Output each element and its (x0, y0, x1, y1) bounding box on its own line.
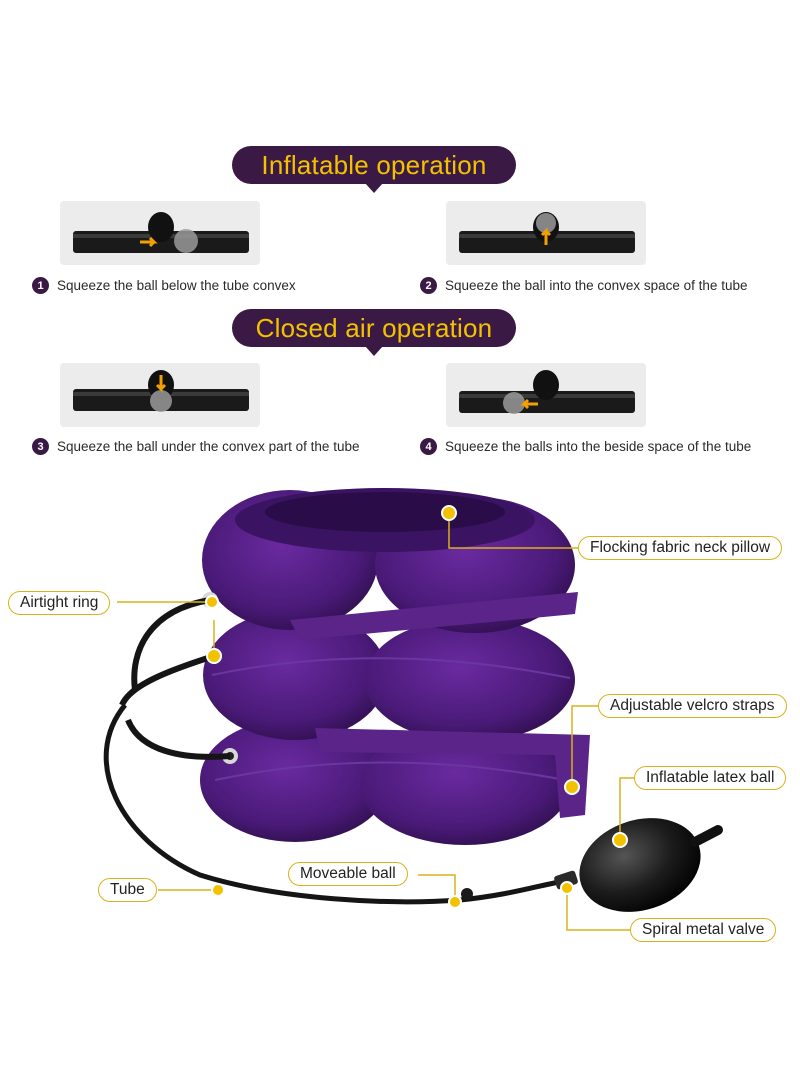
closed-air-operation-banner: Closed air operation (232, 309, 516, 356)
step-1-text: Squeeze the ball below the tube convex (57, 278, 296, 293)
step-4-caption: 4 Squeeze the balls into the beside spac… (420, 438, 751, 455)
step-2-text: Squeeze the ball into the convex space o… (445, 278, 748, 293)
step-4-number: 4 (420, 438, 437, 455)
callout-airtight-ring: Airtight ring (8, 591, 111, 615)
step-2-number: 2 (420, 277, 437, 294)
step-3-text: Squeeze the ball under the convex part o… (57, 439, 360, 454)
inflatable-operation-title: Inflatable operation (261, 149, 487, 180)
callout-moveable-ball: Moveable ball (288, 862, 408, 886)
pillow-layer-middle (203, 610, 575, 742)
inflatable-operation-banner: Inflatable operation (232, 146, 516, 193)
callout-tube: Tube (98, 878, 157, 902)
callout-flocking-pillow: Flocking fabric neck pillow (578, 536, 783, 560)
callout-spiral-valve: Spiral metal valve (630, 918, 777, 942)
step-4-text: Squeeze the balls into the beside space … (445, 439, 752, 454)
step-3-number: 3 (32, 438, 49, 455)
step-1-image (60, 201, 260, 265)
step-1-number: 1 (32, 277, 49, 294)
step-3-caption: 3 Squeeze the ball under the convex part… (32, 438, 359, 455)
closed-air-operation-title: Closed air operation (255, 312, 493, 343)
step-3-image (60, 363, 260, 427)
callout-velcro-straps: Adjustable velcro straps (598, 694, 787, 718)
neck-pillow-illustration (103, 488, 723, 931)
step-2-caption: 2 Squeeze the ball into the convex space… (420, 277, 747, 294)
step-1-caption: 1 Squeeze the ball below the tube convex (32, 277, 296, 294)
callout-latex-ball: Inflatable latex ball (634, 766, 787, 790)
step-4-image (446, 363, 646, 427)
step-2-image (446, 201, 646, 265)
